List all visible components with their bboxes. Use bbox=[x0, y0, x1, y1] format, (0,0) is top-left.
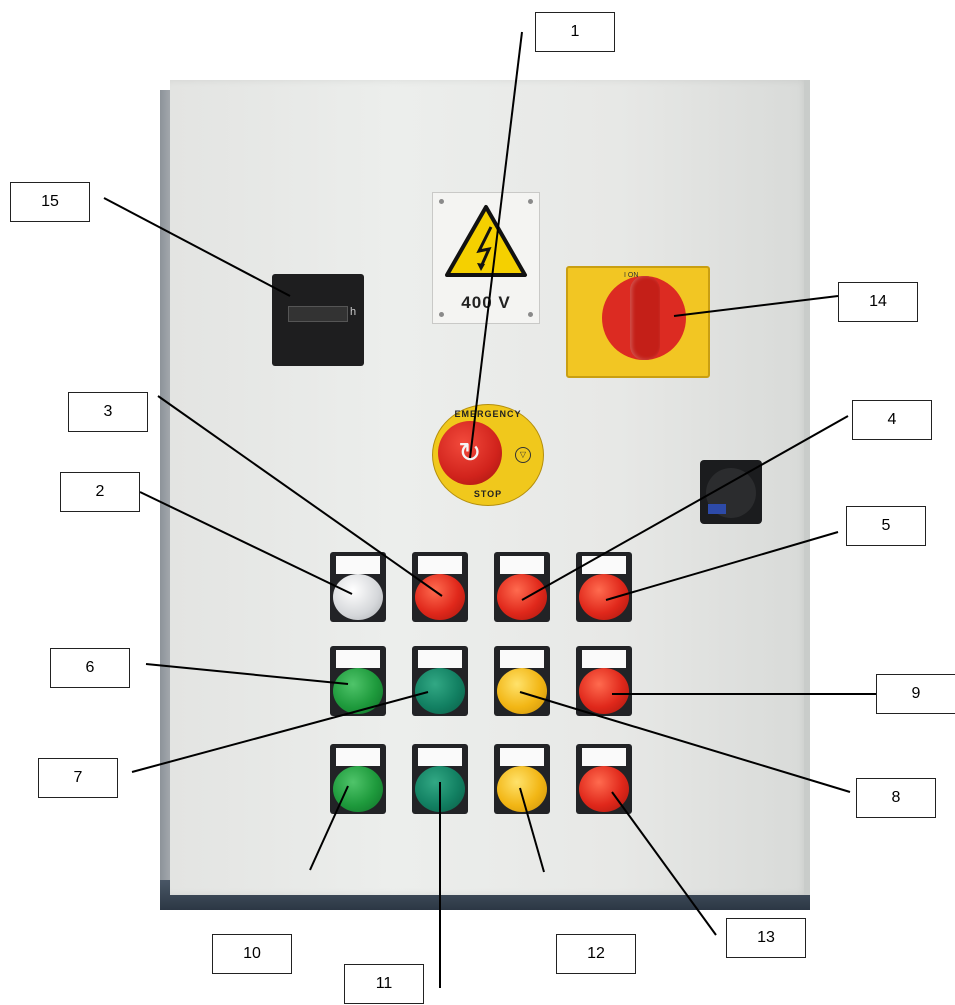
key-tag bbox=[708, 504, 726, 514]
key-switch[interactable] bbox=[700, 460, 762, 524]
voltage-label: 400 V bbox=[461, 293, 511, 312]
emergency-stop[interactable]: EMERGENCY ↻ ▽ STOP bbox=[432, 404, 544, 506]
screw-icon bbox=[439, 312, 444, 317]
leader-line-12 bbox=[519, 787, 545, 873]
leader-line-2 bbox=[139, 491, 353, 595]
hour-unit-label: h bbox=[350, 306, 357, 318]
hour-counter-display bbox=[288, 306, 348, 322]
leader-line-13 bbox=[611, 791, 717, 936]
callout-3: 3 bbox=[68, 392, 148, 432]
push-button-tag bbox=[582, 748, 626, 766]
push-button[interactable] bbox=[415, 668, 465, 714]
pilot-light-tag bbox=[500, 556, 544, 574]
emergency-stop-button[interactable]: ↻ bbox=[438, 421, 502, 485]
estop-top-text: EMERGENCY bbox=[454, 409, 522, 419]
screw-icon bbox=[528, 312, 533, 317]
leader-line-15 bbox=[103, 197, 291, 297]
callout-5: 5 bbox=[846, 506, 926, 546]
leader-line-14 bbox=[673, 295, 839, 317]
leader-line-5 bbox=[605, 531, 839, 601]
pilot-light-red bbox=[412, 552, 468, 622]
lamp-lens[interactable] bbox=[497, 574, 547, 620]
switch-handle[interactable] bbox=[630, 276, 660, 360]
estop-bottom-text: STOP bbox=[473, 489, 503, 499]
callout-11: 11 bbox=[344, 964, 424, 1004]
callout-8: 8 bbox=[856, 778, 936, 818]
push-button-tag bbox=[418, 650, 462, 668]
callout-2: 2 bbox=[60, 472, 140, 512]
callout-1: 1 bbox=[535, 12, 615, 52]
callout-7: 7 bbox=[38, 758, 118, 798]
lamp-lens[interactable] bbox=[333, 574, 383, 620]
push-button-yellow bbox=[494, 646, 550, 716]
callout-9: 9 bbox=[876, 674, 955, 714]
pilot-light-tag bbox=[336, 556, 380, 574]
push-button[interactable] bbox=[497, 668, 547, 714]
leader-line-3 bbox=[157, 395, 443, 597]
callout-4: 4 bbox=[852, 400, 932, 440]
pilot-light-tag bbox=[418, 556, 462, 574]
high-voltage-sign: 400 V bbox=[432, 192, 540, 324]
push-button-tag bbox=[500, 748, 544, 766]
callout-13: 13 bbox=[726, 918, 806, 958]
callout-14: 14 bbox=[838, 282, 918, 322]
hour-meter: h bbox=[272, 274, 364, 366]
leader-line-7 bbox=[131, 691, 429, 773]
push-button-tag bbox=[418, 748, 462, 766]
push-button-teal bbox=[412, 646, 468, 716]
switch-on-label: I ON bbox=[624, 272, 639, 279]
leader-line-4 bbox=[521, 415, 849, 601]
callout-10: 10 bbox=[212, 934, 292, 974]
push-button-green bbox=[330, 744, 386, 814]
cabinet-edge bbox=[804, 80, 810, 895]
leader-line-8 bbox=[519, 691, 851, 793]
push-button[interactable] bbox=[579, 668, 629, 714]
main-isolator-switch[interactable]: I ON bbox=[566, 266, 710, 378]
push-button-yellow bbox=[494, 744, 550, 814]
leader-line-1 bbox=[469, 31, 523, 459]
push-button-tag bbox=[336, 650, 380, 668]
reset-symbol-icon: ▽ bbox=[515, 447, 531, 463]
push-button-red bbox=[576, 744, 632, 814]
screw-icon bbox=[528, 199, 533, 204]
push-button-red bbox=[576, 646, 632, 716]
pilot-light-red bbox=[494, 552, 550, 622]
leader-line-10 bbox=[309, 785, 349, 871]
pilot-light-white bbox=[330, 552, 386, 622]
screw-icon bbox=[439, 199, 444, 204]
lightning-warning-icon bbox=[445, 205, 527, 277]
lamp-lens[interactable] bbox=[579, 574, 629, 620]
callout-15: 15 bbox=[10, 182, 90, 222]
push-button-tag bbox=[336, 748, 380, 766]
push-button-tag bbox=[500, 650, 544, 668]
push-button[interactable] bbox=[497, 766, 547, 812]
callout-12: 12 bbox=[556, 934, 636, 974]
push-button-tag bbox=[582, 650, 626, 668]
leader-line-6 bbox=[145, 663, 349, 685]
push-button[interactable] bbox=[333, 766, 383, 812]
callout-6: 6 bbox=[50, 648, 130, 688]
